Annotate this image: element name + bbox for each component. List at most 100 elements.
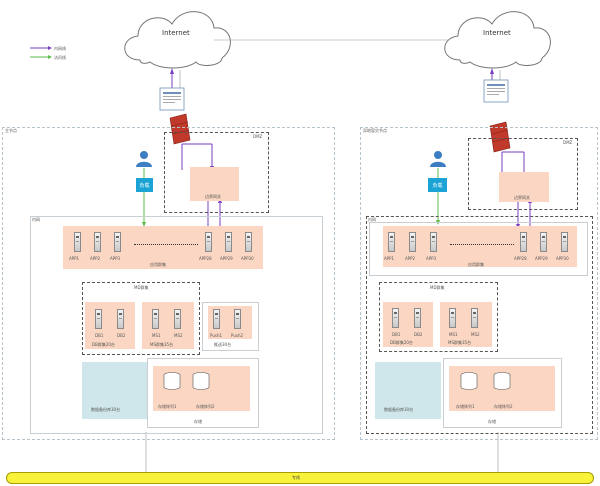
server-icon (114, 232, 121, 252)
left-load-balancer: 负载 (136, 178, 153, 192)
right-inner-label: 内网 (368, 217, 376, 222)
ms-cluster-label: MS群集35台 (150, 342, 174, 347)
push-server-label: Push1 (210, 333, 223, 338)
left-site-title: 主节点 (5, 128, 17, 133)
right-ms-box (440, 302, 492, 347)
right-db-box (383, 302, 433, 347)
left-backup-box (82, 362, 147, 419)
server-icon (561, 232, 568, 252)
ms-server-label: MS1 (152, 333, 161, 338)
document-icon (483, 79, 509, 103)
right-inner-region (366, 216, 593, 434)
server-icon (540, 232, 547, 252)
user-icon (136, 151, 152, 167)
app-cluster-label: 应用群集 (150, 262, 166, 267)
right-router-box (499, 172, 549, 202)
user-icon (430, 151, 446, 167)
server-icon (414, 308, 421, 328)
app-server-label: APP3 (110, 256, 121, 261)
db-server-label: DB2 (117, 333, 126, 338)
storage-unit-label: 存储阵列1 (456, 404, 475, 409)
ms-server-label: MS1 (449, 332, 458, 337)
left-db-box (85, 302, 135, 349)
cloud-label: Internet (483, 29, 511, 37)
ellipsis-dots (450, 244, 514, 245)
server-icon (225, 232, 232, 252)
disk-array-icon (163, 372, 181, 390)
storage-unit-label: 存储阵列2 (196, 404, 215, 409)
right-storage-region (443, 358, 562, 428)
right-dmz-label: DMZ (563, 140, 573, 145)
left-dmz-label: DMZ (253, 134, 263, 139)
right-backup-box (375, 362, 441, 419)
md-cluster-label: MD群集 (430, 285, 445, 290)
left-dmz-region (164, 132, 269, 213)
md-cluster-label: MD群集 (134, 285, 149, 290)
right-app-cluster-region (369, 222, 588, 276)
ms-server-label: MS2 (174, 333, 183, 338)
left-inner-label: 内网 (32, 217, 40, 222)
server-icon (174, 309, 181, 329)
legend-item-label: 访问线 (54, 55, 66, 60)
cloud-icon (124, 11, 231, 69)
server-icon (471, 308, 478, 328)
firewall-icon (489, 121, 511, 153)
cloud-label: Internet (162, 29, 190, 37)
left-router-label: 边界网关 (205, 194, 221, 199)
server-icon (520, 232, 527, 252)
legend-item-label: 内网线 (54, 46, 66, 51)
right-md-cluster-region (379, 282, 498, 352)
app-server-label: APP28 (199, 256, 212, 261)
app-server-label: APP1 (384, 256, 395, 261)
server-icon (245, 232, 252, 252)
left-inner-region (30, 216, 323, 434)
backup-label: 数据备份库30台 (91, 407, 121, 412)
cloud-icon (444, 11, 551, 69)
app-server-label: APP2 (405, 256, 416, 261)
ellipsis-dots (134, 244, 198, 245)
app-server-label: APP29 (535, 256, 548, 261)
server-icon (94, 232, 101, 252)
server-icon (409, 232, 416, 252)
left-ms-box (142, 302, 194, 349)
db-server-label: DB1 (392, 332, 401, 337)
server-icon (234, 309, 241, 329)
disk-array-icon (192, 372, 210, 390)
app-cluster-label: 应用群集 (468, 262, 484, 267)
left-site-region (2, 127, 335, 440)
right-site-region (360, 127, 598, 440)
db-server-label: DB1 (95, 333, 104, 338)
server-icon (205, 232, 212, 252)
db-server-label: DB2 (414, 332, 423, 337)
storage-label: 存储 (488, 419, 496, 424)
storage-unit-label: 存储阵列2 (494, 404, 513, 409)
server-icon (392, 308, 399, 328)
right-router-label: 边界网关 (514, 195, 530, 200)
server-icon (449, 308, 456, 328)
right-load-balancer: 负载 (428, 178, 447, 192)
server-icon (117, 309, 124, 329)
push-cluster-label: 推送30台 (214, 342, 232, 347)
bus-label: 专线 (292, 475, 300, 480)
server-icon (74, 232, 81, 252)
left-push-region (202, 302, 259, 351)
app-server-label: APP3 (426, 256, 437, 261)
left-router-box (190, 167, 239, 201)
db-cluster-label: DB群集20台 (390, 340, 413, 345)
app-server-label: APP30 (556, 256, 569, 261)
storage-unit-label: 存储阵列1 (158, 404, 177, 409)
push-server-label: Push2 (231, 333, 244, 338)
server-icon (213, 309, 220, 329)
server-icon (388, 232, 395, 252)
disk-array-icon (460, 372, 478, 390)
left-storage-region (147, 358, 259, 428)
server-icon (95, 309, 102, 329)
db-cluster-label: DB群集20台 (92, 342, 115, 347)
document-icon (159, 87, 185, 111)
app-server-label: APP28 (514, 256, 527, 261)
right-dmz-region (468, 138, 578, 210)
dedicated-line-bus (6, 472, 594, 484)
app-server-label: APP1 (69, 256, 80, 261)
left-md-cluster-region (82, 282, 200, 355)
server-icon (430, 232, 437, 252)
